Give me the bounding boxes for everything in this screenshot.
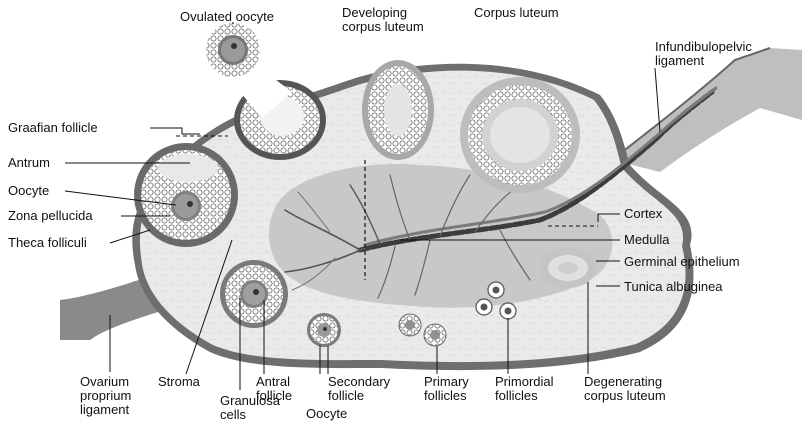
label-secondary-follicle: Secondary follicle — [328, 375, 390, 403]
label-primordial-follicles: Primordial follicles — [495, 375, 554, 403]
antral-follicle — [220, 260, 288, 328]
label-cortex: Cortex — [624, 207, 662, 221]
label-ovulated-oocyte: Ovulated oocyte — [180, 10, 274, 24]
label-stroma: Stroma — [158, 375, 200, 389]
label-antrum: Antrum — [8, 156, 50, 170]
label-developing-corpus-luteum: Developing corpus luteum — [342, 6, 424, 34]
secondary-follicle — [307, 313, 341, 347]
ovulated-oocyte — [206, 23, 260, 77]
corpus-luteum — [460, 77, 580, 193]
label-germinal-epithelium: Germinal epithelium — [624, 255, 740, 269]
label-primary-follicles: Primary follicles — [424, 375, 469, 403]
label-corpus-luteum: Corpus luteum — [474, 6, 559, 20]
label-zona-pellucida: Zona pellucida — [8, 209, 93, 223]
graafian-follicle — [134, 143, 238, 247]
developing-corpus-luteum — [362, 60, 434, 160]
label-ovarium-proprium-ligament: Ovarium proprium ligament — [80, 375, 131, 417]
label-infundibulopelvic-ligament: Infundibulopelvic ligament — [655, 40, 752, 68]
label-medulla: Medulla — [624, 233, 670, 247]
label-oocyte-secondary: Oocyte — [306, 407, 347, 421]
label-degenerating-corpus-luteum: Degenerating corpus luteum — [584, 375, 666, 403]
label-tunica-albuginea: Tunica albuginea — [624, 280, 723, 294]
label-theca-folliculi: Theca folliculi — [8, 236, 87, 250]
label-antral-follicle: Antral follicle — [256, 375, 292, 403]
label-graafian-follicle: Graafian follicle — [8, 121, 98, 135]
label-oocyte-graafian: Oocyte — [8, 184, 49, 198]
